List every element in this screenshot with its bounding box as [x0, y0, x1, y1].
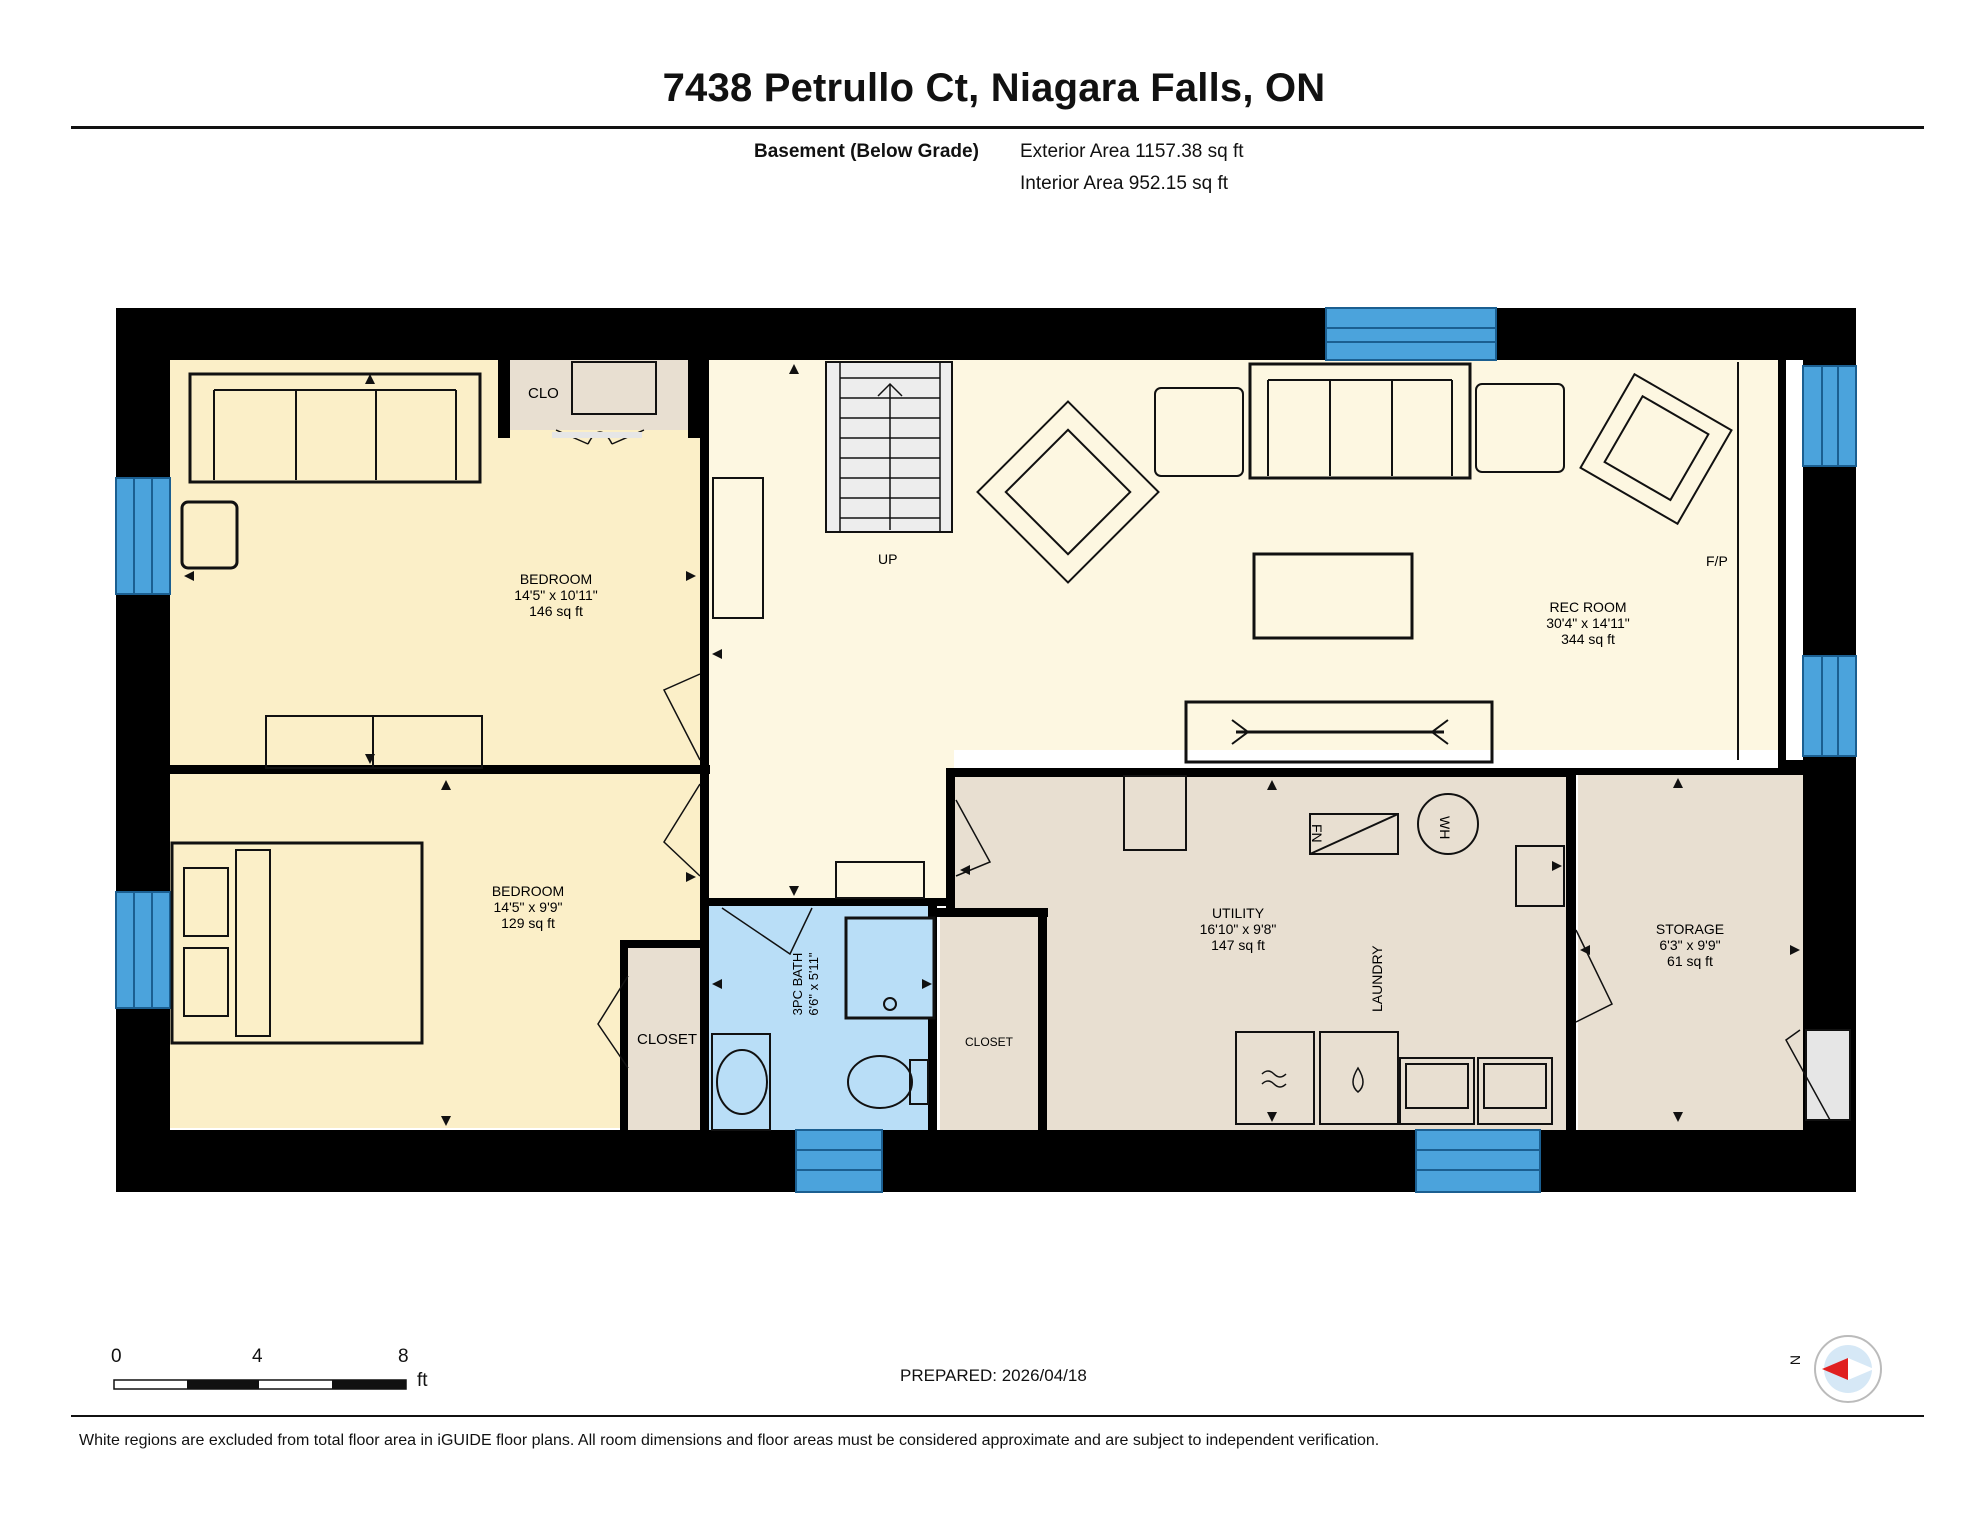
svg-text:129 sq ft: 129 sq ft — [501, 915, 555, 931]
compass-icon — [1814, 1335, 1882, 1403]
vanity-bath — [711, 1033, 771, 1131]
shower — [844, 916, 936, 1020]
furniture — [170, 361, 1851, 1131]
up-label: UP — [878, 551, 897, 567]
chair-bedroom1 — [180, 500, 239, 570]
storage-label: STORAGE 6'3" x 9'9" 61 sq ft — [1656, 921, 1724, 969]
window-right-top — [1802, 365, 1857, 467]
coffee-table — [1252, 552, 1414, 640]
svg-text:30'4" x 14'11": 30'4" x 14'11" — [1546, 615, 1630, 631]
room-fill-bedroom2 — [170, 770, 700, 1128]
svg-text:BEDROOM: BEDROOM — [492, 883, 564, 899]
armchair-rec-right — [1579, 372, 1733, 526]
stair — [825, 361, 953, 533]
tv-console — [1184, 700, 1494, 764]
exterior-area: Exterior Area 1157.38 sq ft — [1020, 141, 1244, 162]
bed-bedroom2 — [170, 841, 424, 1045]
svg-text:14'5" x 9'9": 14'5" x 9'9" — [494, 899, 563, 915]
sofa-rec — [1248, 362, 1472, 480]
svg-text:6'6" x 5'11": 6'6" x 5'11" — [806, 952, 821, 1015]
toilet — [847, 1055, 913, 1109]
window-right-bottom — [1802, 655, 1857, 757]
svg-text:146 sq ft: 146 sq ft — [529, 603, 583, 619]
compass-north-label: N — [1787, 1354, 1804, 1366]
utility-label: UTILITY 16'10" x 9'8" 147 sq ft — [1200, 905, 1277, 953]
dimension-arrows — [184, 364, 1800, 1126]
svg-text:344 sq ft: 344 sq ft — [1561, 631, 1615, 647]
washer-symbol — [1261, 1070, 1287, 1088]
bath-label: 3PC BATH 6'6" x 5'11" — [790, 952, 821, 1015]
sofa-bedroom1 — [188, 372, 482, 484]
svg-text:BEDROOM: BEDROOM — [520, 571, 592, 587]
scale-unit: ft — [417, 1370, 428, 1391]
window-bottom-bath — [795, 1129, 883, 1193]
room-fill-closet-bed — [628, 945, 703, 1130]
laundry-label: LAUNDRY — [1369, 945, 1385, 1012]
rec-room-label: REC ROOM 30'4" x 14'11" 344 sq ft — [1546, 599, 1630, 647]
closet-util-label: CLOSET — [965, 1035, 1014, 1049]
prepared-date: PREPARED: 2026/04/18 — [900, 1366, 1087, 1385]
windows — [115, 307, 1857, 1193]
ottoman-left — [1154, 387, 1244, 477]
interior-walls — [170, 360, 1806, 1130]
title-divider — [71, 126, 1924, 129]
fn-label: FN — [1309, 824, 1325, 843]
svg-text:147 sq ft: 147 sq ft — [1211, 937, 1265, 953]
svg-text:14'5" x 10'11": 14'5" x 10'11" — [514, 587, 598, 603]
utility-table — [1123, 775, 1187, 851]
water-heater — [1417, 793, 1479, 855]
window-top-rec — [1325, 307, 1497, 361]
scale-label-4: 4 — [252, 1346, 263, 1367]
washer — [1235, 1031, 1315, 1125]
hall-bench — [835, 861, 925, 899]
room-fill-clo — [510, 360, 700, 430]
svg-text:UTILITY: UTILITY — [1212, 905, 1265, 921]
sink-right — [1477, 1057, 1553, 1125]
clo-label: CLO — [528, 385, 559, 402]
exterior-walls — [116, 308, 1856, 1192]
furnace — [1309, 813, 1399, 855]
closet-bed-label: CLOSET — [637, 1031, 697, 1048]
room-fill-closet-util — [940, 915, 1040, 1130]
svg-text:STORAGE: STORAGE — [1656, 921, 1724, 937]
clo-shelf — [571, 361, 657, 415]
sink-left — [1399, 1057, 1475, 1125]
dryer — [1319, 1031, 1399, 1125]
disclaimer-text: White regions are excluded from total fl… — [79, 1432, 1380, 1449]
doors — [552, 429, 1831, 1121]
svg-text:REC ROOM: REC ROOM — [1550, 599, 1627, 615]
bedroom1-label: BEDROOM 14'5" x 10'11" 146 sq ft — [514, 571, 598, 619]
cabinet-rec — [712, 477, 764, 619]
footer-divider — [71, 1415, 1924, 1417]
window-left-bottom — [115, 891, 171, 1009]
bedroom2-label: BEDROOM 14'5" x 9'9" 129 sq ft — [492, 883, 564, 931]
ottoman-right — [1475, 383, 1565, 473]
level-label: Basement (Below Grade) — [754, 141, 979, 162]
room-fill-hall — [708, 740, 954, 900]
fp-label: F/P — [1706, 553, 1728, 569]
interior-area: Interior Area 952.15 sq ft — [1020, 173, 1229, 194]
window-mullions — [133, 327, 1839, 1171]
svg-text:16'10" x 9'8": 16'10" x 9'8" — [1200, 921, 1277, 937]
wh-label: WH — [1437, 816, 1453, 839]
scale-label-0: 0 — [111, 1346, 122, 1367]
scale-bar — [113, 1379, 407, 1390]
armchair-rec-left — [976, 400, 1160, 584]
page-title: 7438 Petrullo Ct, Niagara Falls, ON — [662, 66, 1326, 110]
svg-text:6'3" x 9'9": 6'3" x 9'9" — [1659, 937, 1720, 953]
window-left-top — [115, 477, 171, 595]
svg-text:3PC BATH: 3PC BATH — [790, 953, 805, 1016]
room-fill-storage — [1578, 770, 1803, 1130]
scale-label-8: 8 — [398, 1346, 409, 1367]
room-fill-utility — [954, 770, 1566, 1130]
window-bottom-utility — [1415, 1129, 1541, 1193]
dryer-symbol — [1352, 1066, 1364, 1093]
svg-text:61 sq ft: 61 sq ft — [1667, 953, 1713, 969]
